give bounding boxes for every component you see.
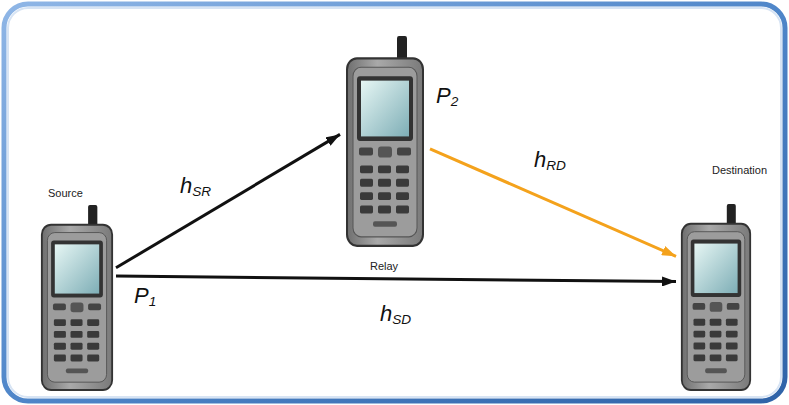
phone-illustration — [680, 204, 752, 392]
phone-node: Relay — [340, 36, 430, 276]
channel-label: hRD — [532, 148, 568, 173]
node-title: Relay — [370, 260, 398, 273]
symbol-letter: P — [436, 83, 451, 108]
symbol-letter: h — [380, 301, 392, 326]
phone-illustration — [345, 36, 425, 248]
channel-arrow — [116, 276, 676, 282]
node-title: Destination — [712, 164, 767, 177]
symbol-subscript: SD — [392, 312, 411, 327]
symbol-letter: h — [180, 173, 192, 198]
symbol-subscript: 2 — [451, 94, 459, 109]
power-label: P1 — [132, 284, 158, 309]
channel-label: hSD — [378, 302, 413, 327]
phone-node: Source — [38, 185, 116, 392]
power-label: P2 — [434, 84, 460, 109]
phone-node: Destination — [676, 162, 776, 392]
symbol-subscript: RD — [546, 158, 566, 173]
phone-illustration — [40, 205, 114, 392]
channel-label: hSR — [178, 174, 213, 199]
symbol-letter: P — [134, 283, 149, 308]
channel-arrow — [430, 149, 676, 256]
node-title: Source — [48, 187, 83, 200]
symbol-subscript: SR — [192, 184, 211, 199]
symbol-letter: h — [534, 147, 546, 172]
symbol-subscript: 1 — [149, 294, 157, 309]
channel-arrow — [116, 134, 340, 267]
